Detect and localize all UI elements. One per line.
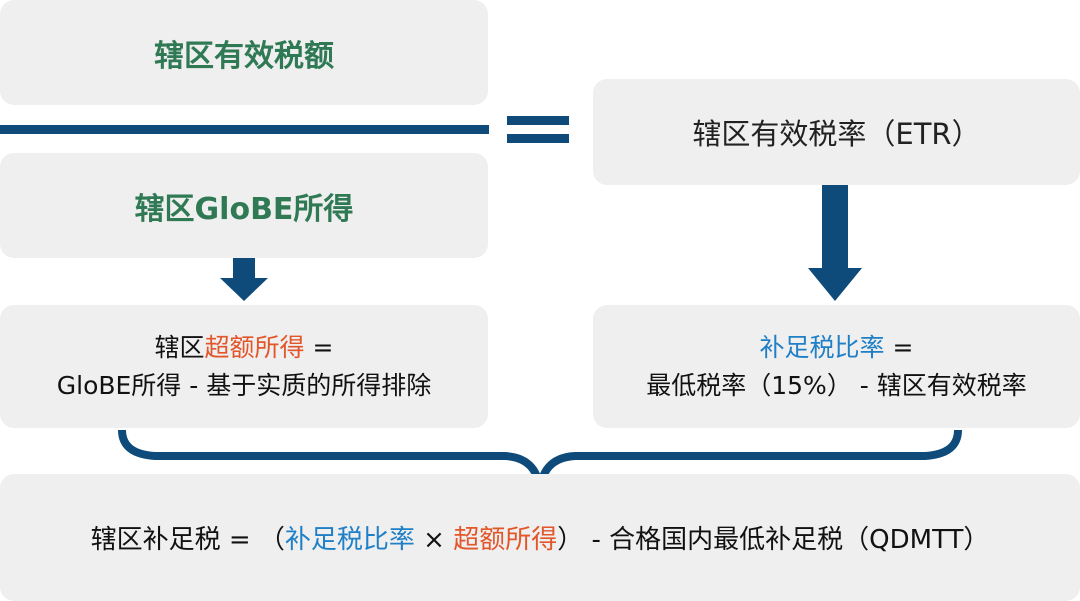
jurisdiction-topup-tax-box: 辖区补足税 = （补足税比率 × 超额所得） - 合格国内最低补足税（QDMTT… xyxy=(0,474,1080,601)
topup-rate-term: 补足税比率 xyxy=(759,332,885,362)
equals-sign-top xyxy=(507,116,569,125)
topup-prefix: 辖区补足税 = （ xyxy=(90,525,285,555)
excess-income-ref: 超额所得 xyxy=(453,525,558,555)
excess-line1-suffix: = xyxy=(304,332,334,362)
excess-income-formula-line1: 辖区超额所得 = xyxy=(155,329,334,367)
topup-rate-formula-line1: 补足税比率 = xyxy=(760,329,914,367)
excess-income-box: 辖区超额所得 = GloBE所得 - 基于实质的所得排除 xyxy=(0,305,488,428)
jurisdiction-tax-box: 辖区有效税额 xyxy=(0,0,488,105)
excess-line1-prefix: 辖区 xyxy=(154,332,205,362)
excess-income-term: 超额所得 xyxy=(204,332,305,362)
equals-sign-bottom xyxy=(507,134,569,143)
excess-income-formula-line2: GloBE所得 - 基于实质的所得排除 xyxy=(56,370,432,400)
topup-rate-ref: 补足税比率 xyxy=(284,525,415,555)
topup-suffix: ） - 合格国内最低补足税（QDMTT） xyxy=(557,525,990,555)
topup-tax-formula: 辖区补足税 = （补足税比率 × 超额所得） - 合格国内最低补足税（QDMTT… xyxy=(91,519,990,556)
times-sign: × xyxy=(414,525,454,555)
arrow-down-left xyxy=(220,258,268,301)
topup-rate-formula-line2: 最低税率（15%） - 辖区有效税率 xyxy=(646,370,1027,400)
jurisdiction-tax-label: 辖区有效税额 xyxy=(154,38,334,74)
jurisdiction-etr-box: 辖区有效税率（ETR） xyxy=(593,79,1080,185)
rate-line1-suffix: = xyxy=(884,332,914,362)
jurisdiction-etr-label: 辖区有效税率（ETR） xyxy=(692,117,981,151)
topup-rate-box: 补足税比率 = 最低税率（15%） - 辖区有效税率 xyxy=(593,305,1080,428)
jurisdiction-globe-income-label: 辖区GloBE所得 xyxy=(134,191,354,227)
jurisdiction-globe-income-box: 辖区GloBE所得 xyxy=(0,153,488,258)
arrow-down-right xyxy=(808,185,862,301)
fraction-bar xyxy=(0,125,489,134)
